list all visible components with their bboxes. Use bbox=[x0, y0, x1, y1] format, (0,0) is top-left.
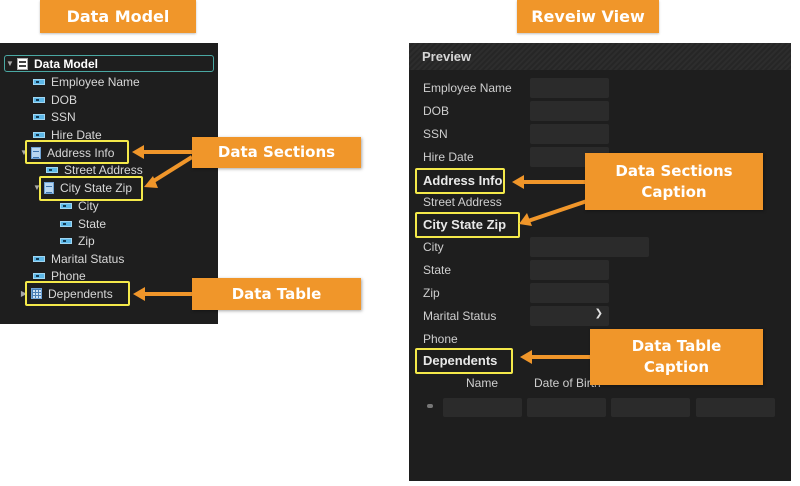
field-icon bbox=[33, 96, 45, 103]
tree-item-marital-status[interactable]: Marital Status bbox=[33, 250, 124, 267]
tree-item-data-model[interactable]: ▼ Data Model bbox=[4, 55, 214, 72]
preview-header: Preview bbox=[409, 43, 791, 70]
highlight-dependents bbox=[25, 281, 130, 306]
tree-item-street-address[interactable]: Street Address bbox=[46, 161, 143, 178]
tree-item-label: Address Info bbox=[47, 145, 115, 160]
table-icon bbox=[31, 288, 42, 299]
highlight-dependents-caption bbox=[415, 348, 513, 374]
tree-item-dob[interactable]: DOB bbox=[33, 91, 77, 108]
tree-item-ssn[interactable]: SSN bbox=[33, 108, 76, 125]
table-header-name: Name bbox=[466, 376, 499, 390]
tree-item-address-info[interactable]: ▼ Address Info bbox=[19, 144, 114, 161]
tree-item-phone[interactable]: Phone bbox=[33, 267, 86, 284]
state-input[interactable] bbox=[530, 260, 609, 280]
data-table-caption-callout: Data Table Caption bbox=[590, 329, 763, 385]
dob-label: DOB bbox=[423, 104, 450, 118]
tree-item-label: Phone bbox=[51, 268, 86, 283]
street-address-label: Street Address bbox=[423, 195, 502, 209]
expand-caret-icon[interactable]: ▼ bbox=[20, 148, 28, 157]
tree-item-zip[interactable]: Zip bbox=[60, 232, 95, 249]
employee-name-label: Employee Name bbox=[423, 81, 512, 95]
dependents-caption: Dependents bbox=[423, 353, 498, 368]
tree-item-label: Hire Date bbox=[51, 127, 102, 142]
tree-item-label: City State Zip bbox=[60, 180, 133, 195]
field-icon bbox=[33, 255, 45, 262]
field-icon bbox=[60, 237, 72, 244]
callout-line: Data Table bbox=[631, 337, 722, 355]
tree-item-label: Zip bbox=[78, 233, 95, 248]
tree-item-label: SSN bbox=[51, 109, 76, 124]
field-icon bbox=[60, 202, 72, 209]
hire-date-label: Hire Date bbox=[423, 150, 474, 164]
chevron-down-icon: ❯ bbox=[594, 308, 603, 319]
address-info-caption: Address Info bbox=[423, 173, 503, 188]
review-view-banner: Reveiw View bbox=[517, 0, 659, 33]
zip-label: Zip bbox=[423, 286, 440, 300]
collapse-caret-icon[interactable]: ▶ bbox=[20, 289, 28, 298]
data-model-banner: Data Model bbox=[40, 0, 196, 33]
dob-input[interactable] bbox=[530, 101, 609, 121]
tree-item-label: Street Address bbox=[64, 162, 143, 177]
field-icon bbox=[33, 131, 45, 138]
data-sections-callout: Data Sections bbox=[192, 137, 361, 168]
tree-item-label: Employee Name bbox=[51, 74, 140, 89]
tree-item-dependents[interactable]: ▶ Dependents bbox=[19, 285, 113, 302]
employee-name-input[interactable] bbox=[530, 78, 609, 98]
tree-item-employee-name[interactable]: Employee Name bbox=[33, 73, 140, 90]
section-icon bbox=[44, 181, 54, 194]
tree-item-label: DOB bbox=[51, 92, 78, 107]
city-state-zip-caption: City State Zip bbox=[423, 217, 507, 232]
table-cell[interactable] bbox=[611, 398, 690, 417]
tree-item-city[interactable]: City bbox=[60, 197, 99, 214]
callout-line: Data Sections bbox=[615, 161, 733, 180]
city-label: City bbox=[423, 240, 444, 254]
callout-line: Caption bbox=[641, 182, 707, 201]
expand-caret-icon[interactable]: ▼ bbox=[33, 183, 41, 192]
field-icon bbox=[33, 113, 45, 120]
tree-item-city-state-zip[interactable]: ▼ City State Zip bbox=[32, 179, 132, 196]
tree-item-label: Marital Status bbox=[51, 251, 125, 266]
city-input[interactable] bbox=[530, 237, 649, 257]
tree-item-label: City bbox=[78, 198, 99, 213]
highlight-city-state-zip-caption bbox=[415, 212, 520, 238]
table-cell[interactable] bbox=[443, 398, 522, 417]
zip-input[interactable] bbox=[530, 283, 609, 303]
tree-item-label: State bbox=[78, 216, 107, 231]
table-cell[interactable] bbox=[696, 398, 775, 417]
ssn-input[interactable] bbox=[530, 124, 609, 144]
preview-panel: Preview Employee Name DOB SSN Hire Date … bbox=[409, 43, 791, 481]
field-icon bbox=[33, 272, 45, 279]
highlight-address-info-caption bbox=[415, 168, 505, 194]
field-icon bbox=[46, 166, 58, 173]
section-icon bbox=[31, 146, 41, 159]
tree-item-label: Data Model bbox=[34, 56, 99, 71]
tree-item-state[interactable]: State bbox=[60, 215, 106, 232]
highlight-city-state-zip bbox=[39, 176, 143, 201]
data-sections-caption-callout: Data Sections Caption bbox=[585, 153, 763, 210]
phone-label: Phone bbox=[423, 332, 458, 346]
field-icon bbox=[60, 220, 72, 227]
table-cell[interactable] bbox=[527, 398, 606, 417]
expand-caret-icon[interactable]: ▼ bbox=[6, 59, 14, 68]
highlight-address-info bbox=[25, 140, 129, 164]
table-header-dob: Date of Birth bbox=[534, 376, 601, 390]
tree-item-label: Dependents bbox=[48, 286, 113, 301]
tree-item-hire-date[interactable]: Hire Date bbox=[33, 126, 102, 143]
data-table-callout: Data Table bbox=[192, 278, 361, 310]
marital-status-select[interactable]: ❯ bbox=[530, 306, 609, 326]
ssn-label: SSN bbox=[423, 127, 448, 141]
field-icon bbox=[33, 78, 45, 85]
state-label: State bbox=[423, 263, 452, 277]
data-model-icon bbox=[17, 57, 28, 70]
row-handle-icon[interactable] bbox=[427, 404, 433, 408]
marital-status-label: Marital Status bbox=[423, 309, 497, 323]
callout-line: Caption bbox=[643, 358, 710, 376]
